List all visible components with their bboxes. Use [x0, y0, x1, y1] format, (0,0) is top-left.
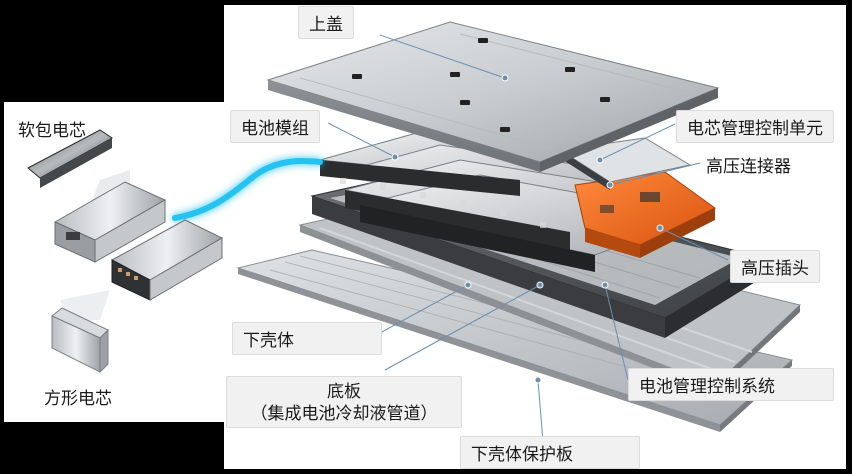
label-soft-pack-cell: 软包电芯	[18, 121, 86, 141]
label-top-cover: 上盖	[298, 6, 354, 39]
label-bms: 电池管理控制系统	[628, 368, 834, 401]
label-hv-connector: 高压连接器	[706, 157, 791, 177]
hv-orange-block	[574, 171, 716, 258]
label-bottom-plate-box: 底板 （集成电池冷却液管道）	[226, 376, 462, 428]
label-bottom-plate-note: （集成电池冷却液管道）	[250, 404, 438, 424]
label-cell-management-unit: 电芯管理控制单元	[676, 110, 834, 143]
label-lower-housing-protection: 下壳体保护板	[460, 436, 640, 469]
label-hv-plug: 高压插头	[730, 250, 820, 283]
module-cell-image-2	[110, 219, 224, 301]
top-cover	[266, 21, 720, 172]
soft-pack-cell-image	[27, 129, 113, 188]
label-bottom-plate: 底板	[327, 382, 361, 402]
module-cell-image-1	[53, 181, 167, 263]
leader-lines	[327, 34, 729, 443]
cyan-glow-link	[172, 158, 323, 221]
label-lower-housing: 下壳体	[232, 322, 382, 355]
label-battery-module: 电池模组	[230, 110, 320, 143]
label-prismatic-cell: 方形电芯	[44, 389, 112, 409]
leader-dots	[391, 74, 664, 384]
prismatic-cell-image	[51, 307, 109, 374]
